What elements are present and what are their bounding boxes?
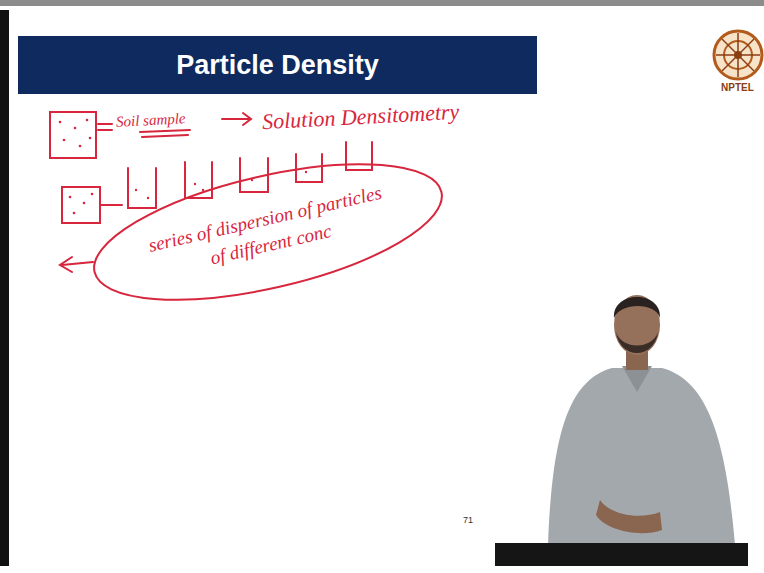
handwritten-note: series of dispersion of particles of dif… [140,179,395,285]
slide-number: 71 [463,515,473,525]
slide-title: Particle Density [176,50,379,81]
top-rule [0,0,764,6]
logo-text: NPTEL [721,82,754,93]
left-edge-bar [0,10,9,573]
title-bar: Particle Density [18,36,537,94]
nptel-logo [714,31,762,79]
handwritten-note: Solution Densitometry [261,99,459,135]
handwritten-note: Soil sample [116,110,186,131]
lecturer-figure [495,295,748,566]
